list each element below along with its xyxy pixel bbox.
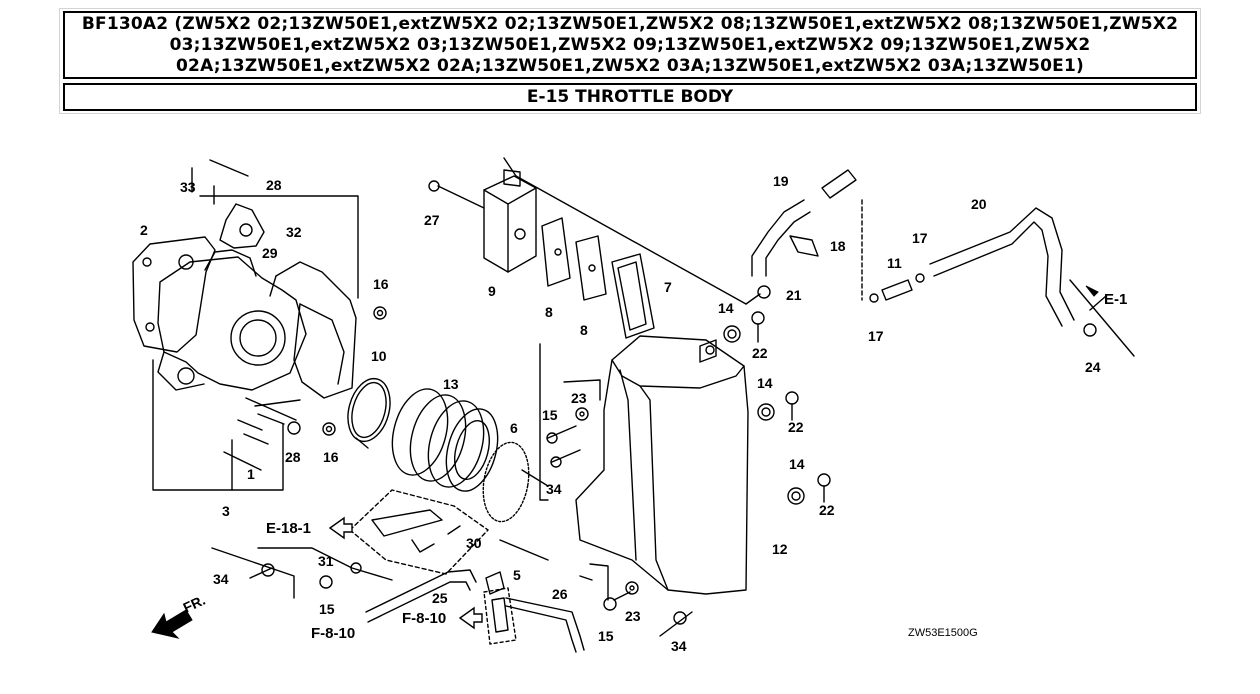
ref-label-e-18-1[interactable]: E-18-1 <box>266 520 311 537</box>
part-label: 17 <box>912 230 928 246</box>
part-label: 11 <box>887 255 902 271</box>
part-label: 15 <box>598 628 614 644</box>
part-label: 8 <box>545 304 553 320</box>
part-label: 2 <box>140 222 148 238</box>
part-label: 26 <box>552 586 568 602</box>
part-label: 3 <box>222 503 230 519</box>
section-title-box: E-15 THROTTLE BODY <box>63 83 1197 111</box>
part-label: 30 <box>466 535 482 551</box>
header-frame <box>59 8 1201 114</box>
part-label: 15 <box>319 601 335 617</box>
air-box-12 <box>575 335 749 595</box>
part-label: 22 <box>788 419 804 435</box>
front-label: FR. <box>181 592 208 616</box>
part-label: 8 <box>580 322 588 338</box>
part-label: 9 <box>488 283 496 299</box>
part-label: 23 <box>625 608 641 624</box>
arrow-e-18-1 <box>328 516 353 540</box>
part-label: 19 <box>773 173 789 189</box>
part-label: 14 <box>718 300 734 316</box>
part-label: 34 <box>546 481 562 497</box>
part-label: 1 <box>247 466 255 482</box>
model-line: BF130A2 (ZW5X2 02;13ZW50E1,extZW5X2 02;1… <box>81 13 1179 76</box>
part-label: 6 <box>510 420 518 436</box>
part-label: 28 <box>266 177 282 193</box>
part-label: 23 <box>571 390 587 406</box>
part-label: 32 <box>286 224 302 240</box>
part-label: 12 <box>772 541 788 557</box>
part-label: 22 <box>752 345 768 361</box>
part-label: 18 <box>830 238 846 254</box>
ref-label-f-8-10-right[interactable]: F-8-10 <box>402 610 446 627</box>
part-label: 24 <box>1085 359 1101 375</box>
part-label: 16 <box>373 276 389 292</box>
part-label: 5 <box>513 567 521 583</box>
drawing-code: ZW53E1500G <box>908 627 978 639</box>
part-label: 29 <box>262 245 278 261</box>
part-label: 22 <box>819 502 835 518</box>
part-label: 33 <box>180 179 196 195</box>
ref-label-f-8-10-left[interactable]: F-8-10 <box>311 625 355 642</box>
part-label: 16 <box>323 449 339 465</box>
part-label: 31 <box>318 553 334 569</box>
part-label: 34 <box>671 638 687 654</box>
front-arrow <box>151 609 193 639</box>
tps-sensor-32 <box>219 203 265 249</box>
part-label: 14 <box>789 456 805 472</box>
part-label: 34 <box>213 571 229 587</box>
part-label: 20 <box>971 196 987 212</box>
part-label: 25 <box>432 590 448 606</box>
part-label: 17 <box>868 328 884 344</box>
ref-label-e-1[interactable]: E-1 <box>1104 291 1127 308</box>
part-label: 27 <box>424 212 440 228</box>
part-label: 7 <box>664 279 672 295</box>
arrow-f-8-10 <box>458 606 483 630</box>
throttle-body-shape <box>157 256 307 391</box>
section-title: E-15 THROTTLE BODY <box>526 87 734 107</box>
gasket-shape <box>132 236 216 353</box>
part-label: 14 <box>757 375 773 391</box>
part-label: 15 <box>542 407 558 423</box>
part-label: 21 <box>786 287 802 303</box>
model-applicability-box: BF130A2 (ZW5X2 02;13ZW50E1,extZW5X2 02;1… <box>63 11 1197 79</box>
part-label: 10 <box>371 348 387 364</box>
cover-block-9 <box>483 175 537 273</box>
part-label: 13 <box>443 376 459 392</box>
part-label: 28 <box>285 449 301 465</box>
